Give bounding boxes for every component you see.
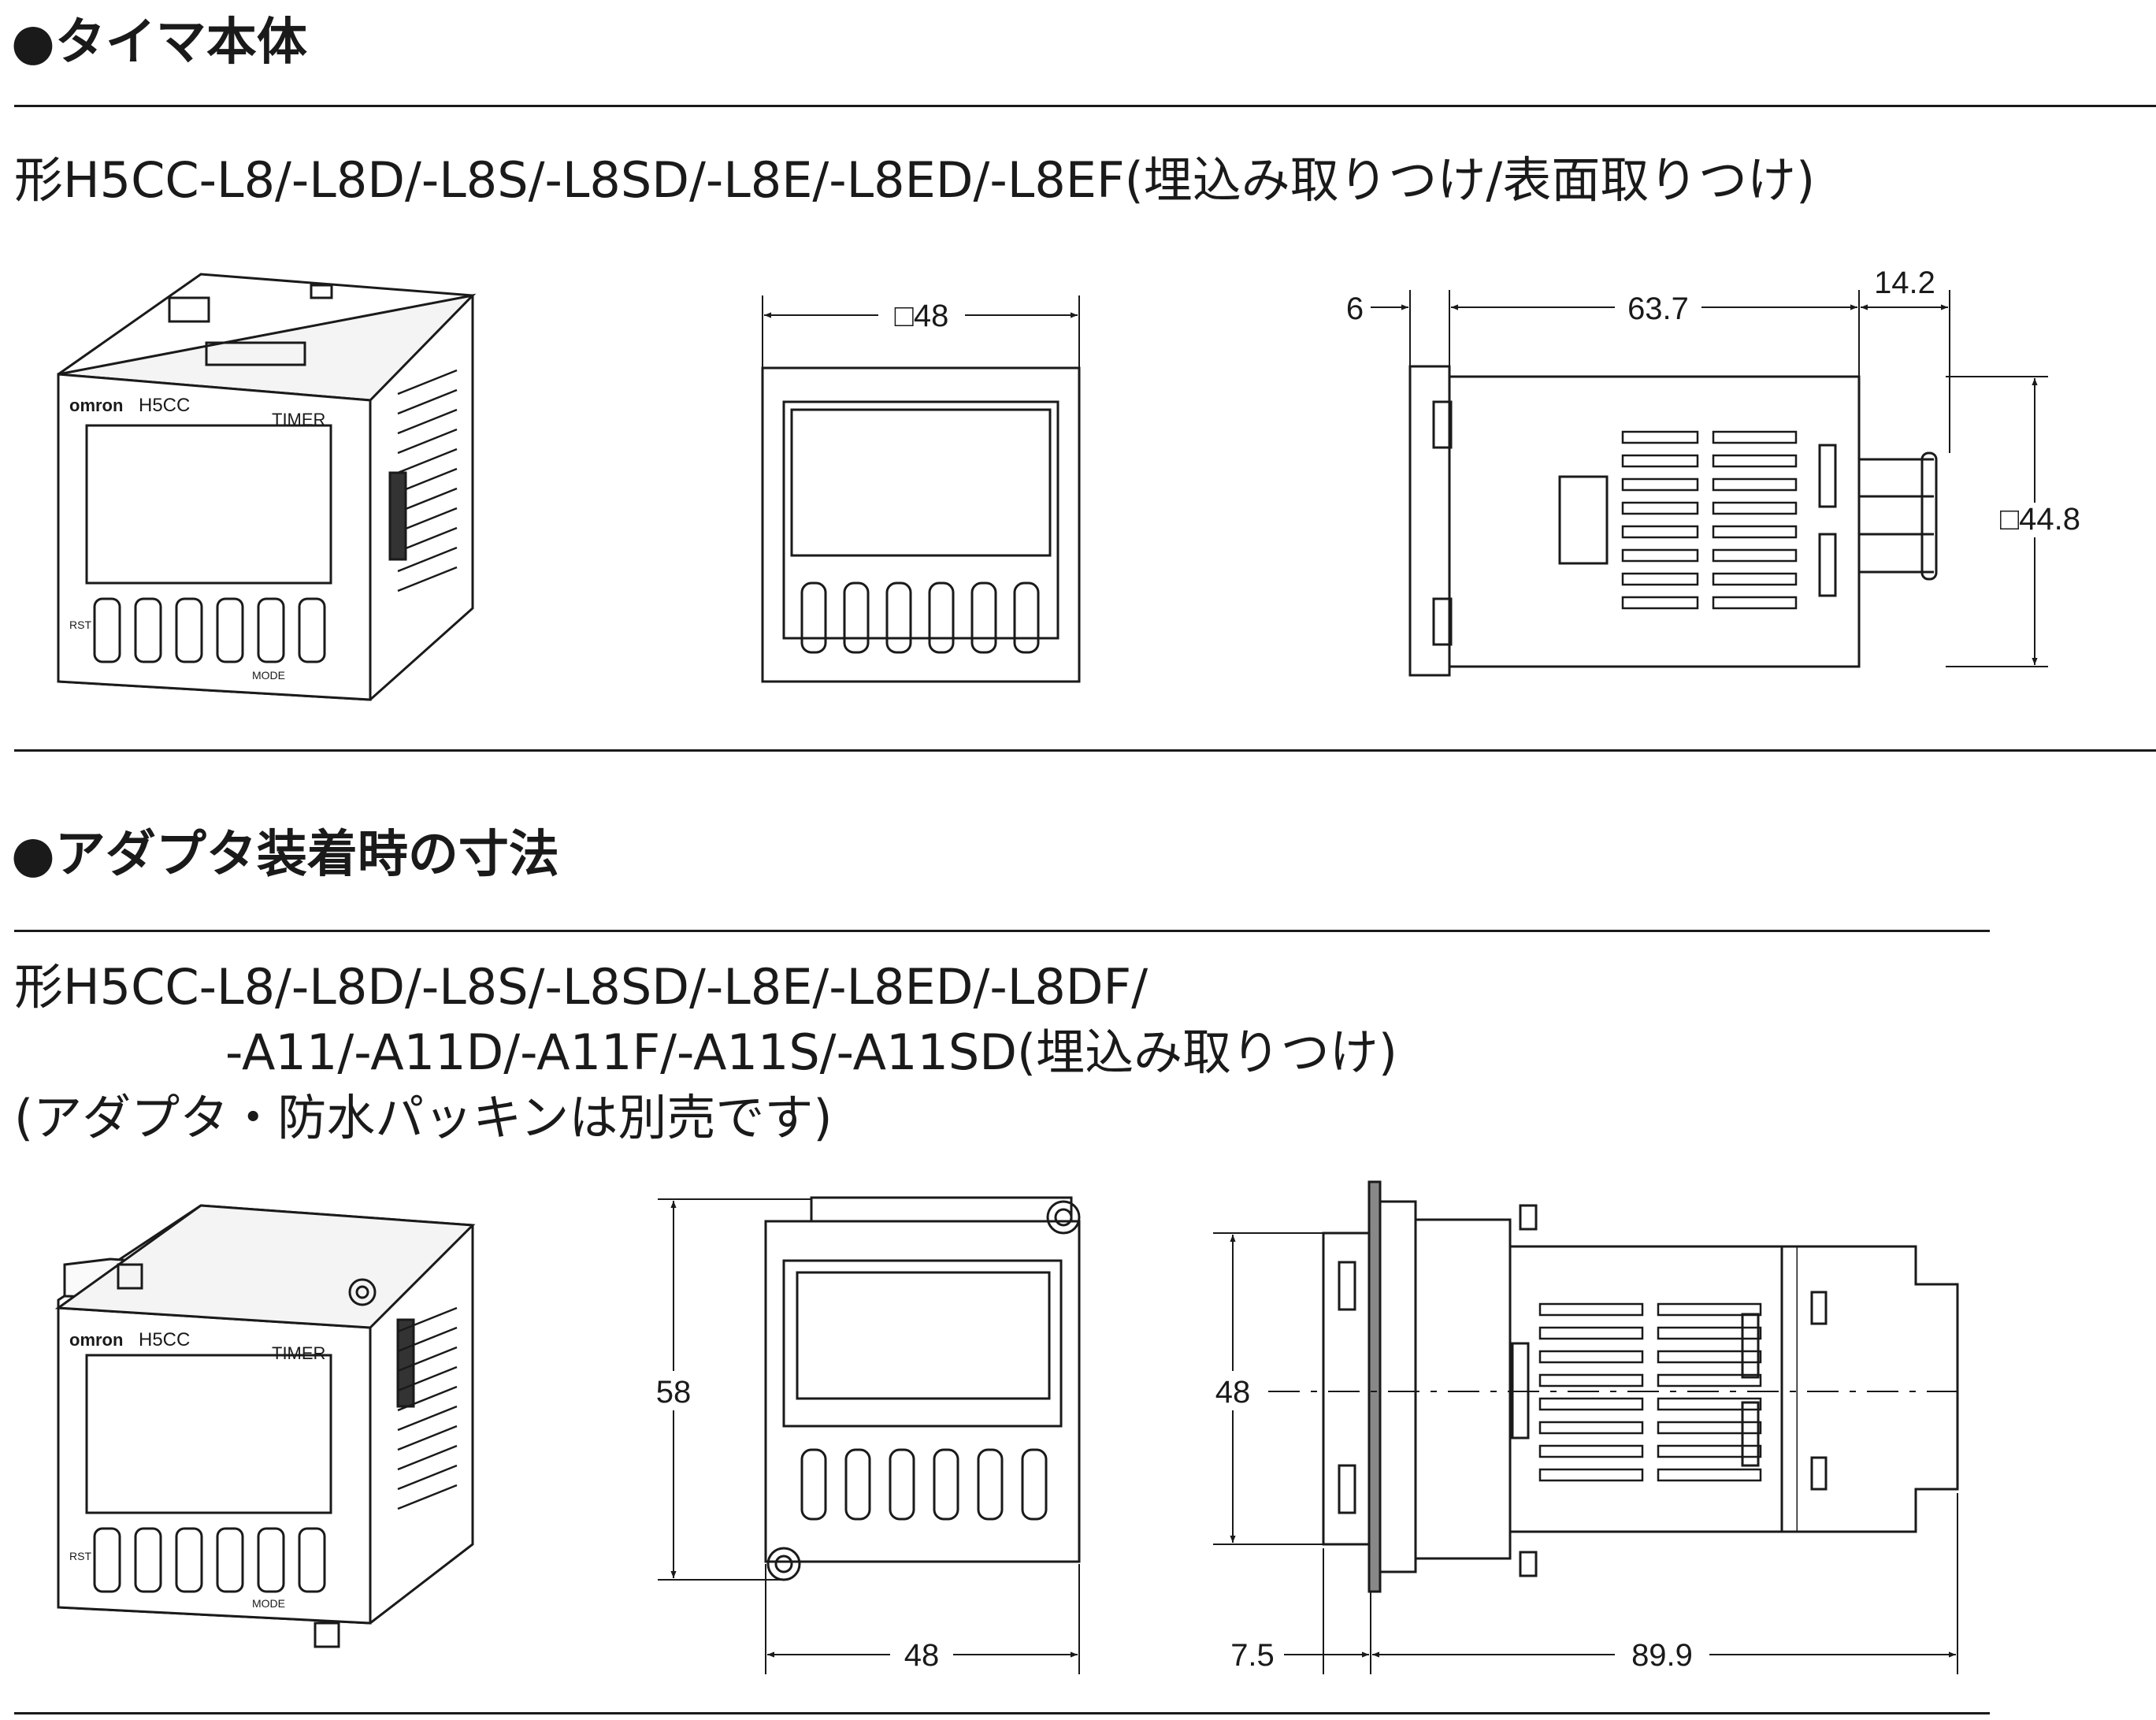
body-height-dimension: □44.8 — [2000, 502, 2080, 537]
model-list-adapter-line1: 形H5CC-L8/-L8D/-L8S/-L8SD/-L8E/-L8ED/-L8D… — [14, 958, 1149, 1016]
reset-key-label: RST — [69, 1550, 91, 1562]
adapter-front-view — [658, 1196, 1081, 1674]
pin-length-dimension: 14.2 — [1874, 266, 1935, 300]
adapter-depth-dimension: 89.9 — [1631, 1638, 1693, 1673]
adapter-side-height-dimension: 48 — [1215, 1375, 1251, 1410]
adapter-flange-dimension: 7.5 — [1230, 1638, 1275, 1673]
timer-body-front-view — [761, 295, 1081, 683]
brand-logo: omron — [69, 1330, 123, 1350]
section-rule — [14, 1712, 1990, 1714]
brand-logo: omron — [69, 396, 123, 415]
section-title-timer-body: ●タイマ本体 — [11, 13, 307, 72]
reset-key-label: RST — [69, 619, 91, 631]
model-list-timer-body: 形H5CC-L8/-L8D/-L8S/-L8SD/-L8E/-L8ED/-L8E… — [14, 151, 1816, 209]
depth-dimension: 63.7 — [1627, 292, 1689, 326]
front-width-dimension: □48 — [895, 299, 949, 333]
adapter-3d-view — [54, 1204, 476, 1648]
section-rule — [14, 105, 2156, 107]
product-type-label: TIMER — [272, 1343, 325, 1363]
section-title-adapter: ●アダプタ装着時の寸法 — [11, 826, 559, 884]
mode-key-label: MODE — [252, 1597, 285, 1610]
product-model-label: H5CC — [139, 1329, 190, 1350]
adapter-height-dimension: 58 — [656, 1375, 692, 1410]
side-vent-slots — [1621, 430, 1798, 610]
section-rule — [14, 749, 2156, 752]
timer-body-3d-view — [57, 273, 477, 701]
adapter-side-view — [1213, 1180, 1969, 1674]
product-type-label: TIMER — [272, 410, 325, 429]
terminal-pins — [1859, 451, 1938, 581]
mode-key-label: MODE — [252, 669, 285, 682]
section-rule — [14, 930, 1990, 932]
front-keys — [93, 597, 326, 663]
side-vent-grille — [397, 369, 458, 593]
adapter-width-dimension: 48 — [904, 1638, 940, 1673]
adapter-note: (アダプタ・防水パッキンは別売です) — [14, 1089, 833, 1146]
front-view-keys — [800, 581, 1040, 654]
product-model-label: H5CC — [139, 395, 190, 416]
flange-dimension: 6 — [1346, 292, 1364, 326]
model-list-adapter-line2: -A11/-A11D/-A11F/-A11S/-A11SD(埋込み取りつけ) — [225, 1023, 1397, 1081]
timer-body-side-view — [1371, 290, 2048, 677]
